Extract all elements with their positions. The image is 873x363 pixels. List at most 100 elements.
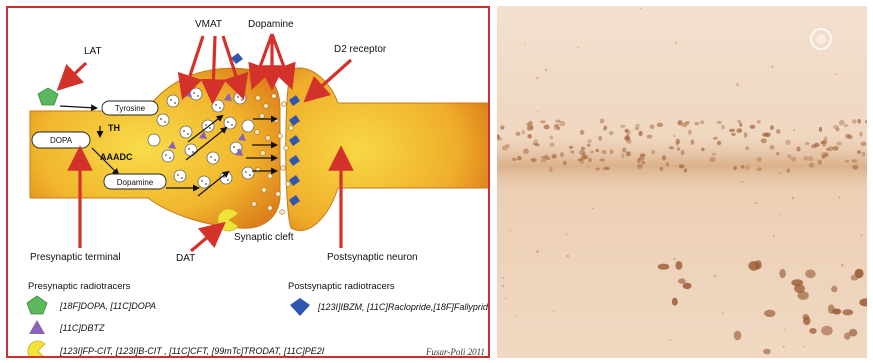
granule-cell [809,163,815,168]
granule-cell [762,133,768,137]
granule-cell [600,159,605,162]
scattered-cell [780,214,781,215]
dopamine-pill-label: Dopamine [117,178,154,187]
legend-pentagon-icon [27,296,47,314]
granule-cell [787,154,791,158]
granule-cell [581,147,585,150]
granule-cell [657,123,663,127]
pyramidal-cell [764,310,775,317]
granule-cell [639,131,643,136]
scattered-cell [736,83,739,86]
granule-cell [505,144,510,148]
granule-cell [710,157,716,162]
legend-diamond-icon [290,298,310,316]
neurotransmission-diagram: Tyrosine TH DOPA AAADC Dopamine LAT VMAT… [6,6,490,358]
granule-cell [824,137,828,140]
granule-cell [862,152,866,157]
granule-cell [685,121,689,124]
granule-cell [622,147,626,152]
granule-cell [803,156,808,160]
granule-cell [717,141,721,145]
granule-cell [836,142,842,146]
granule-cell [637,158,641,163]
aaadc-label: AAADC [100,152,133,162]
scattered-cell [502,277,504,279]
granule-cell [666,162,670,166]
author-signature: Fusar-Poli 2011 [425,347,485,357]
granule-cell [729,129,735,132]
granule-cell [796,147,800,152]
pyramidal-cell [755,260,762,269]
diagram-canvas: Tyrosine TH DOPA AAADC Dopamine LAT VMAT… [8,8,490,358]
legend-triangle-icon [29,320,45,334]
granule-cell [819,127,822,132]
granule-cell [609,131,614,135]
granule-cell [500,125,504,129]
granule-cell [555,120,560,123]
granule-cell [588,158,592,163]
granule-cell [700,120,704,124]
granule-cell [544,125,550,130]
granule-cell [756,157,762,162]
granule-cell [776,129,780,134]
pyramidal-cell [849,329,857,337]
pyramidal-cell [658,264,670,270]
granule-cell [527,134,532,139]
granule-cell [808,156,813,161]
granule-cell [595,167,600,170]
vmat-label: VMAT [195,19,222,30]
presynaptic-legend-heading: Presynaptic radiotracers [28,281,131,292]
lat-label: LAT [84,46,102,57]
scattered-cell [537,111,538,112]
granule-cell [523,149,529,154]
scattered-cell [578,47,580,49]
granule-cell [733,166,736,171]
granule-cell [587,144,590,147]
granule-cell [821,141,824,144]
granule-cell [578,158,583,161]
pyramidal-cell [855,269,864,278]
scattered-cell [669,339,671,341]
pyramidal-cell [803,314,809,320]
scattered-cell [673,135,675,137]
granule-cell [688,130,692,135]
legend-pacman-text: [123I]FP-CIT, [123I]B-CIT , [11C]CFT, [9… [59,346,325,356]
scattered-cell [545,69,547,71]
granule-cell [859,132,862,137]
granule-cell [637,164,642,169]
granule-cell [731,133,735,136]
legend-pacman-icon [28,341,45,358]
granule-cell [844,124,848,127]
granule-cell [553,125,559,130]
pyramidal-cell [832,309,841,315]
dat-label: DAT [176,253,195,264]
granule-cell [603,127,607,131]
granule-cell [770,145,775,150]
granule-cell [583,155,588,159]
granule-cell [669,146,674,149]
granule-cell [647,135,653,139]
granule-cell [721,125,725,129]
granule-cell [814,143,820,147]
scattered-cell [755,202,757,204]
granule-cell [602,150,607,154]
scattered-cell [803,346,805,348]
granule-cell [845,134,851,139]
granule-cell [839,120,845,126]
synaptic-cleft-label: Synaptic cleft [234,232,294,243]
scattered-cell [714,275,716,277]
tyrosine-label: Tyrosine [115,104,146,113]
scattered-cell [841,264,844,267]
th-label: TH [108,123,120,133]
granule-cell [590,151,594,154]
granule-cell [757,167,762,171]
granule-cell [761,138,767,143]
granule-cell [678,120,683,125]
pyramidal-cell [779,269,785,278]
granule-cell [785,140,790,145]
granule-cell [569,146,573,149]
granule-cell [821,152,827,157]
granule-cell [739,123,742,127]
scattered-cell [553,310,555,312]
micrograph-canvas [497,6,867,358]
